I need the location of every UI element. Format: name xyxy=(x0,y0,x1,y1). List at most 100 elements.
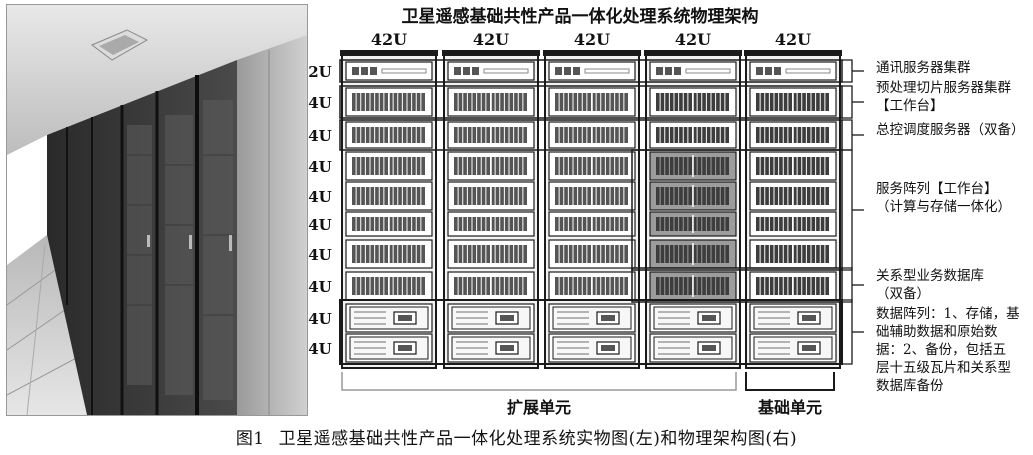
server-unit xyxy=(749,239,837,269)
figure-caption-text: 卫星遥感基础共性产品一体化处理系统实物图(左)和物理架构图(右) xyxy=(278,429,798,449)
server-unit xyxy=(548,303,636,333)
annotation-text: 关系型业务数据库 xyxy=(876,268,984,284)
server-unit xyxy=(345,333,433,363)
annotation-text: 服务阵列【工作台】 xyxy=(876,181,998,197)
annotations: 通讯服务器集群预处理切片服务器集群【工作台】总控调度服务器（双备）服务阵列【工作… xyxy=(842,59,1025,394)
server-unit xyxy=(749,87,837,117)
rack-label: 42U xyxy=(473,30,509,49)
annotation-text: 数据库备份 xyxy=(876,377,944,394)
server-unit xyxy=(447,211,535,237)
annotation-text: 据：2、备份，包括五 xyxy=(876,341,1006,358)
server-unit xyxy=(548,271,636,301)
server-unit xyxy=(649,211,737,237)
architecture-diagram: 卫星遥感基础共性产品一体化处理系统物理架构 42U 42U 42U 42U 42U 2U… xyxy=(308,6,1025,417)
server-unit xyxy=(548,87,636,117)
server-unit xyxy=(345,61,433,81)
slot-height-label: 4U xyxy=(308,127,332,145)
server-unit xyxy=(447,181,535,211)
slot-height-label: 4U xyxy=(308,216,332,234)
racks xyxy=(340,50,842,369)
slot-height-label: 4U xyxy=(308,246,332,264)
highlight-preprocess xyxy=(339,85,843,119)
server-unit xyxy=(649,151,737,181)
server-unit xyxy=(749,151,837,181)
rack xyxy=(543,50,641,369)
server-unit xyxy=(447,87,535,117)
server-unit xyxy=(345,271,433,301)
annotation-text: 通讯服务器集群 xyxy=(876,60,971,76)
annotation-text: 层十五级瓦片和关系型 xyxy=(876,360,1011,376)
annotation: 服务阵列【工作台】 （计算与存储一体化） xyxy=(842,149,1011,271)
server-unit xyxy=(345,239,433,269)
highlight-control xyxy=(339,119,843,151)
server-unit xyxy=(345,181,433,211)
server-unit xyxy=(749,181,837,211)
server-unit xyxy=(447,239,535,269)
annotation-text: 础辅助数据和原始数 xyxy=(876,324,998,340)
server-unit xyxy=(749,121,837,149)
rack-labels: 42U 42U 42U 42U 42U xyxy=(371,30,811,49)
server-unit xyxy=(749,333,837,363)
server-unit xyxy=(345,87,433,117)
server-unit xyxy=(447,303,535,333)
server-unit xyxy=(345,151,433,181)
annotation: 数据阵列：1、存储，基础辅助数据和原始数据：2、备份，包括五层十五级瓦片和关系型… xyxy=(842,299,1020,394)
highlight-communication xyxy=(339,59,843,83)
slot-height-label: 4U xyxy=(308,340,332,358)
server-unit xyxy=(447,333,535,363)
annotation: 总控调度服务器（双备） xyxy=(842,119,1025,151)
unit-group: 扩展单元 xyxy=(341,372,737,417)
annotation-text: （计算与存储一体化） xyxy=(876,199,1011,215)
server-room-photo xyxy=(6,4,308,416)
server-unit xyxy=(447,121,535,149)
server-unit xyxy=(649,239,737,269)
server-unit xyxy=(649,271,737,301)
server-unit xyxy=(749,61,837,81)
server-unit xyxy=(345,303,433,333)
server-unit xyxy=(447,61,535,81)
highlight-service-array xyxy=(631,149,843,271)
slot-height-label: 2U xyxy=(308,63,332,81)
server-unit xyxy=(447,151,535,181)
rack xyxy=(340,50,438,369)
slot-height-label: 4U xyxy=(308,310,332,328)
server-unit xyxy=(548,333,636,363)
annotation: 预处理切片服务器集群【工作台】 xyxy=(842,80,1011,119)
server-unit xyxy=(548,239,636,269)
unit-group: 基础单元 xyxy=(745,372,835,417)
server-unit xyxy=(548,151,636,181)
slot-height-label: 4U xyxy=(308,94,332,112)
unit-label: 基础单元 xyxy=(757,398,822,417)
server-unit xyxy=(548,211,636,237)
slot-height-label: 4U xyxy=(308,158,332,176)
figure-number: 图1 xyxy=(235,429,265,449)
rack xyxy=(644,50,742,369)
slot-height-label: 4U xyxy=(308,188,332,206)
diagram-title: 卫星遥感基础共性产品一体化处理系统物理架构 xyxy=(402,6,759,27)
server-unit xyxy=(345,211,433,237)
server-unit xyxy=(447,271,535,301)
server-unit xyxy=(649,333,737,363)
server-unit xyxy=(749,303,837,333)
annotation: 通讯服务器集群 xyxy=(842,59,971,83)
rack-label: 42U xyxy=(675,30,711,49)
server-unit xyxy=(649,181,737,211)
server-unit xyxy=(649,87,737,117)
highlight-boxes xyxy=(339,59,843,365)
rack xyxy=(744,50,842,369)
server-unit xyxy=(649,121,737,149)
annotation-text: 数据阵列：1、存储，基 xyxy=(876,305,1020,322)
rack-label: 42U xyxy=(574,30,610,49)
rack-label: 42U xyxy=(371,30,407,49)
annotation: 关系型业务数据库（双备） xyxy=(842,267,984,303)
annotation-text: 预处理切片服务器集群 xyxy=(876,80,1011,96)
annotation-text: 【工作台】 xyxy=(876,98,944,114)
server-unit xyxy=(749,211,837,237)
unit-groups: 扩展单元 基础单元 xyxy=(341,372,835,417)
rack xyxy=(442,50,540,369)
server-unit xyxy=(345,121,433,149)
rack-label: 42U xyxy=(775,30,811,49)
unit-label: 扩展单元 xyxy=(507,398,571,417)
server-unit xyxy=(649,303,737,333)
